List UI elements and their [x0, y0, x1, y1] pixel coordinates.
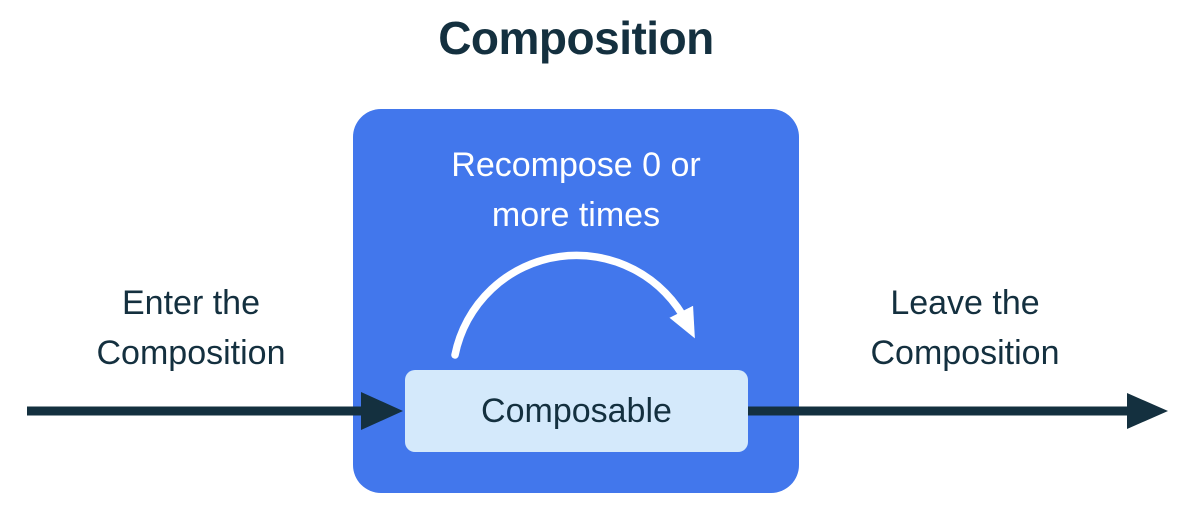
- recompose-label: Recompose 0 or more times: [451, 146, 701, 234]
- recompose-arc-arrow-icon: [451, 251, 695, 359]
- leave-arrow-icon: [748, 393, 1168, 429]
- enter-arrow-icon: [27, 392, 403, 430]
- composable-box: Composable: [405, 370, 748, 452]
- composable-label: Composable: [481, 391, 672, 430]
- leave-composition-label: Leave the Composition: [870, 284, 1060, 372]
- composition-box: Recompose 0 or more times Composable: [353, 109, 799, 493]
- diagram-title: Composition: [438, 12, 714, 64]
- enter-composition-label: Enter the Composition: [96, 284, 286, 372]
